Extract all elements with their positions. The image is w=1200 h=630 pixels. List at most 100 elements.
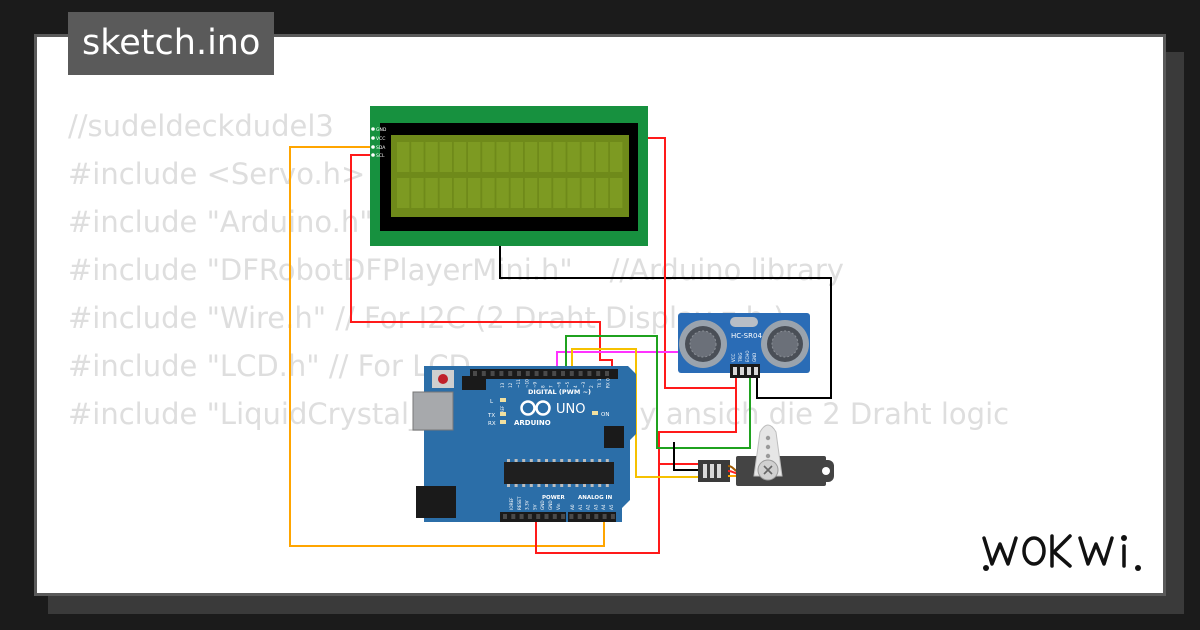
chip-pin (575, 459, 579, 462)
header-hole[interactable] (511, 514, 516, 519)
header-hole[interactable] (534, 371, 539, 376)
chip-pin (507, 484, 510, 487)
lcd-char-cell (595, 178, 609, 208)
chip-pin (560, 484, 564, 487)
digital-pin-label: 8 (541, 385, 546, 388)
header-hole[interactable] (561, 371, 565, 376)
header-hole[interactable] (525, 371, 530, 376)
chip-pin (545, 459, 548, 462)
chip-pin (605, 459, 609, 462)
lcd-char-cell (581, 142, 594, 172)
lcd-char-cell (482, 142, 495, 172)
header-hole[interactable] (586, 514, 590, 519)
chip-pin (598, 459, 602, 462)
lcd-char-cell (567, 142, 580, 172)
lcd-char-cell (567, 178, 580, 208)
lcd-char-cell (411, 178, 424, 208)
arduino-logo (520, 400, 551, 416)
digital-pin-label: TX 1 (597, 378, 602, 389)
header-hole[interactable] (490, 371, 495, 376)
digital-pin-label: 7 (549, 385, 554, 388)
header-hole[interactable] (561, 514, 566, 519)
header-hole[interactable] (578, 371, 583, 376)
header-hole[interactable] (594, 514, 599, 519)
wire-lcd-sda (289, 146, 605, 547)
lcd-char-cell (610, 142, 623, 172)
header-hole[interactable] (473, 371, 477, 376)
digital-pin-label: 2 (589, 385, 594, 388)
chip-pin (567, 459, 571, 462)
header-hole[interactable] (503, 514, 507, 519)
servo-motor[interactable] (698, 424, 834, 486)
power-header (500, 512, 566, 522)
chip-pin (598, 484, 602, 487)
header-hole[interactable] (544, 514, 549, 519)
chip-pin (514, 459, 518, 462)
lcd-char-cell (510, 178, 523, 208)
digital-pin-label: ~5 (565, 381, 570, 388)
header-hole[interactable] (543, 371, 548, 376)
lcd-char-cell (581, 178, 594, 208)
header-hole[interactable] (552, 371, 557, 376)
digital-pin-label: ~3 (581, 381, 586, 388)
lcd-char-cell (496, 142, 509, 172)
digital-pin-label: RX 0 (605, 378, 610, 388)
code-line: //sudeldeckdudel3 (68, 109, 334, 143)
chip-pin (567, 484, 571, 487)
header-hole[interactable] (508, 371, 513, 376)
ultrasonic-sensor[interactable]: HC-SR04 VCC TRIG ECHO GND (678, 313, 810, 378)
chip-pin (552, 484, 556, 487)
power-pin-label: 3.3V (525, 500, 530, 510)
header-hole[interactable] (499, 371, 504, 376)
code-line: #include "Wire.h" // For I2C (2 Draht Di… (68, 301, 785, 335)
chip-pin (590, 484, 594, 487)
analog-pin-label: A3 (593, 504, 598, 510)
digital-pin-label: 12 (508, 382, 513, 388)
header-hole[interactable] (569, 514, 574, 519)
chip-pin (590, 459, 594, 462)
header-hole[interactable] (569, 371, 574, 376)
wire-echo (565, 335, 751, 449)
header-hole[interactable] (481, 371, 486, 376)
lcd-character-grid (397, 142, 623, 208)
aref-label: AREF (500, 405, 505, 416)
header-hole[interactable] (596, 371, 601, 376)
header-hole[interactable] (587, 371, 592, 376)
us-pin-gnd: GND (752, 353, 757, 362)
rx-led-label: RX (488, 421, 496, 427)
lcd-display[interactable]: GND VCC SDA SCL (370, 106, 648, 246)
chip-pin (537, 459, 541, 462)
digital-pin-label: 13 (500, 382, 505, 388)
digital-pin-label: ~9 (532, 381, 537, 388)
header-hole[interactable] (519, 514, 524, 519)
header-hole[interactable] (552, 514, 557, 519)
chip-pin (514, 484, 518, 487)
power-label: POWER (542, 495, 566, 501)
analog-in-label: ANALOG IN (578, 495, 613, 501)
lcd-char-cell (610, 178, 623, 208)
lcd-char-cell (595, 142, 609, 172)
header-hole[interactable] (610, 514, 615, 519)
tx-led-label: TX (487, 413, 495, 419)
header-hole[interactable] (517, 371, 521, 376)
chip-pin (545, 484, 548, 487)
analog-header (568, 512, 616, 522)
digital-pin-label: ~10 (524, 379, 529, 388)
atmega-chip (504, 462, 614, 484)
arduino-brand-label: ARDUINO (514, 419, 551, 427)
analog-pin-label: A0 (570, 504, 575, 510)
header-hole[interactable] (577, 514, 582, 519)
power-pin-label: GND (548, 500, 553, 510)
header-hole[interactable] (527, 514, 532, 519)
lcd-char-cell (524, 178, 538, 208)
header-hole[interactable] (602, 514, 607, 519)
header-hole[interactable] (536, 514, 541, 519)
chip-pin (529, 459, 533, 462)
lcd-pin-gnd: GND (376, 127, 387, 133)
sketch-tab[interactable]: sketch.ino (68, 12, 275, 75)
wire-servo-signal (571, 348, 702, 478)
lcd-char-cell (453, 178, 467, 208)
header-hole[interactable] (605, 371, 609, 376)
